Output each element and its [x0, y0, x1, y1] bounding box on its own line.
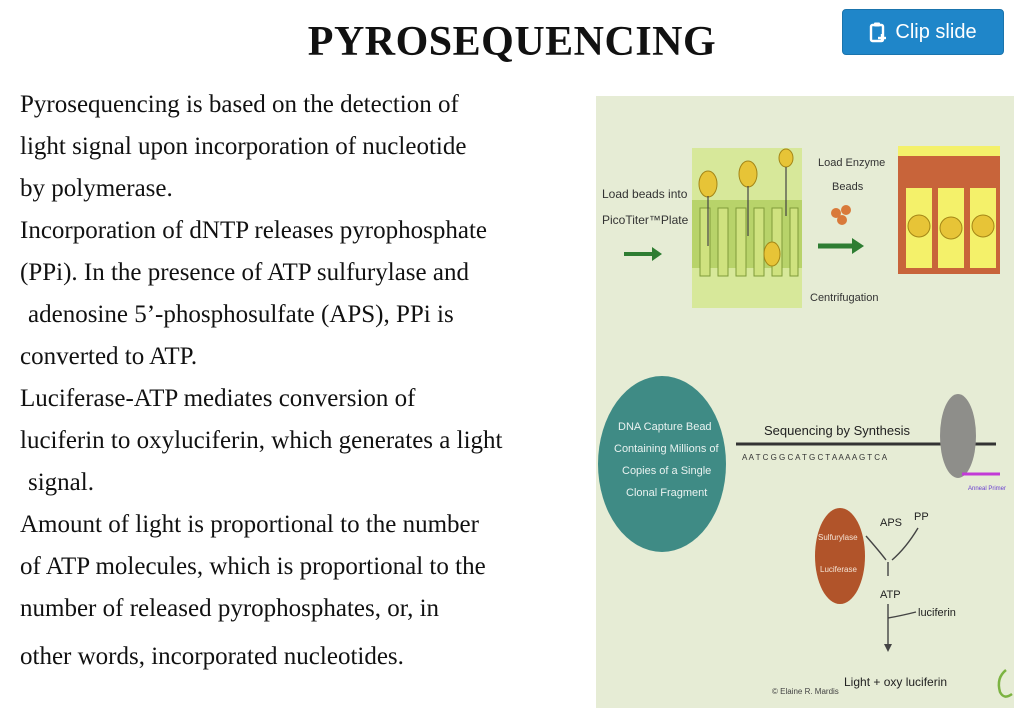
arrow-right-icon	[818, 238, 864, 254]
load-enzyme-text: Load Enzyme	[818, 157, 885, 169]
body-line: Pyrosequencing is based on the detection…	[20, 91, 459, 118]
dna-capture-text: Clonal Fragment	[626, 487, 707, 499]
anneal-primer-text: Anneal Primer	[968, 486, 1006, 492]
arrow-right-icon	[624, 247, 662, 261]
atp-text: ATP	[880, 589, 901, 601]
dna-capture-text: Copies of a Single	[622, 465, 711, 477]
polymerase-icon	[940, 394, 976, 478]
luciferase-text: Luciferase	[820, 565, 857, 574]
body-line: Amount of light is proportional to the n…	[20, 511, 479, 538]
body-line: (PPi). In the presence of ATP sulfurylas…	[20, 259, 469, 286]
light-text: Light + oxy luciferin	[844, 675, 947, 689]
body-line: adenosine 5’-phosphosulfate (APS), PPi i…	[28, 301, 454, 328]
load-enzyme-text: Beads	[832, 181, 864, 193]
clip-slide-label: Clip slide	[895, 20, 977, 43]
body-line: number of released pyrophosphates, or, i…	[20, 595, 440, 622]
body-line: signal.	[28, 469, 94, 496]
sbs-label: Sequencing by Synthesis	[764, 423, 910, 438]
dna-capture-bead-icon	[598, 376, 726, 552]
load-beads-text: PicoTiter™Plate	[602, 213, 689, 227]
body-line: other words, incorporated nucleotides.	[20, 643, 404, 670]
body-line: Incorporation of dNTP releases pyrophosp…	[20, 217, 487, 244]
luciferin-text: luciferin	[918, 607, 956, 619]
copyright-text: © Elaine R. Mardis	[772, 687, 839, 696]
body-line: luciferin to oxyluciferin, which generat…	[20, 427, 503, 454]
aps-text: APS	[880, 517, 902, 529]
slide-body: Pyrosequencing is based on the detection…	[20, 84, 595, 678]
loaded-wells-image	[898, 146, 1000, 274]
clipboard-icon	[869, 21, 887, 43]
body-line: of ATP molecules, which is proportional …	[20, 553, 486, 580]
pyrosequencing-figure: Load beads into PicoTiter™Plate	[596, 96, 1014, 708]
enzyme-cluster-icon	[815, 508, 865, 604]
sulfurylase-text: Sulfurylase	[818, 533, 858, 542]
slide-title: PYROSEQUENCING	[307, 19, 717, 65]
pp-text: PP	[914, 511, 929, 523]
sequence-text: A A T C G G C A T G C T A A A A G T C A	[742, 453, 888, 462]
dna-capture-text: Containing Millions of	[614, 443, 719, 455]
body-line: by polymerase.	[20, 175, 173, 202]
body-line: light signal upon incorporation of nucle…	[20, 133, 467, 160]
body-line: Luciferase-ATP mediates conversion of	[20, 385, 416, 412]
enzyme-beads-icon	[831, 205, 851, 225]
centrifugation-text: Centrifugation	[810, 292, 879, 304]
body-line: converted to ATP.	[20, 343, 198, 370]
clip-slide-button[interactable]: Clip slide	[842, 9, 1004, 55]
dna-capture-text: DNA Capture Bead	[618, 421, 712, 433]
picotiter-plate-image	[692, 148, 802, 308]
load-beads-text: Load beads into	[602, 187, 688, 201]
